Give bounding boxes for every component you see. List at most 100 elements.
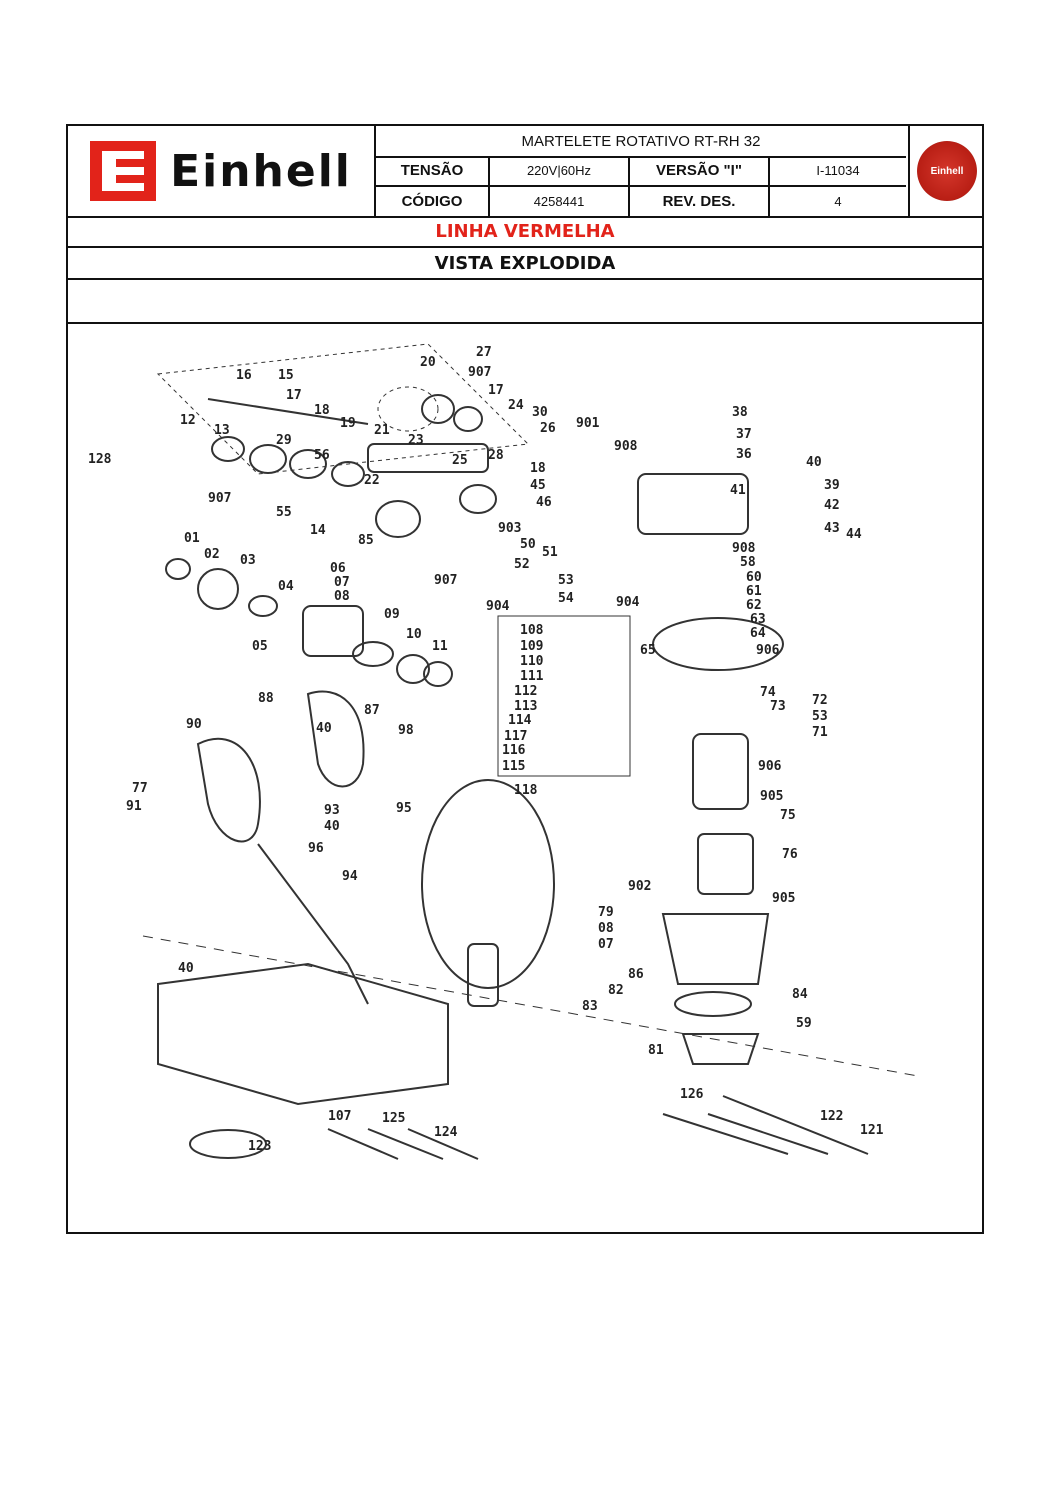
part-number-label: 905 <box>760 789 783 804</box>
part-number-label: 55 <box>276 505 292 520</box>
part-number-label: 903 <box>498 521 521 536</box>
part-number-label: 50 <box>520 537 536 552</box>
spec-sheet: Einhell MARTELETE ROTATIVO RT-RH 32 TENS… <box>66 124 984 1234</box>
part-number-label: 59 <box>796 1016 812 1031</box>
part-number-label: 115 <box>502 759 525 774</box>
part-number-label: 36 <box>736 447 752 462</box>
part-number-label: 96 <box>308 841 324 856</box>
part-number-label: 53 <box>812 709 828 724</box>
part-number-label: 19 <box>340 416 356 431</box>
part-number-label: 25 <box>452 453 468 468</box>
authorized-seal-cell: Einhell <box>908 126 984 216</box>
part-number-label: 94 <box>342 869 358 884</box>
part-number-label: 15 <box>278 368 294 383</box>
rev-value: 4 <box>834 194 842 209</box>
part-number-label: 117 <box>504 729 527 744</box>
spec-row-2: CÓDIGO 4258441 REV. DES. 4 <box>376 187 906 216</box>
part-number-label: 07 <box>334 575 350 590</box>
part-number-label: 71 <box>812 725 828 740</box>
part-number-label: 12 <box>180 413 196 428</box>
seal-text: Einhell <box>930 165 964 177</box>
part-number-label: 87 <box>364 703 380 718</box>
part-number-label: 124 <box>434 1125 458 1140</box>
part-number-label: 905 <box>772 891 795 906</box>
part-number-label: 02 <box>204 547 220 562</box>
product-title: MARTELETE ROTATIVO RT-RH 32 <box>376 126 906 158</box>
part-number-label: 11 <box>432 639 448 654</box>
part-number-label: 54 <box>558 591 574 606</box>
part-number-label: 16 <box>236 368 252 383</box>
part-number-label: 90 <box>186 717 202 732</box>
part-number-label: 109 <box>520 639 543 654</box>
part-number-label: 64 <box>750 626 766 641</box>
einhell-e-icon <box>90 141 157 201</box>
part-number-label: 113 <box>514 699 537 714</box>
part-number-label: 01 <box>184 531 200 546</box>
part-number-label: 06 <box>330 561 346 576</box>
line-title: LINHA VERMELHA <box>68 216 982 248</box>
part-number-label: 14 <box>310 523 326 538</box>
part-number-label: 08 <box>334 589 350 604</box>
part-number-label: 44 <box>846 527 862 542</box>
part-number-label: 906 <box>756 643 780 658</box>
brand-wordmark: Einhell <box>170 145 352 197</box>
blank-row <box>68 280 982 324</box>
part-number-label: 43 <box>824 521 840 536</box>
part-number-label: 09 <box>384 607 400 622</box>
part-number-label: 904 <box>616 595 640 610</box>
part-number-label: 83 <box>582 999 598 1014</box>
part-number-label: 51 <box>542 545 558 560</box>
part-number-label: 72 <box>812 693 828 708</box>
part-number-label: 03 <box>240 553 256 568</box>
part-number-label: 114 <box>508 713 532 728</box>
part-number-label: 52 <box>514 557 530 572</box>
versao-value: I-11034 <box>816 163 860 178</box>
part-number-label: 88 <box>258 691 274 706</box>
rev-label: REV. DES. <box>630 187 770 216</box>
part-number-label: 128 <box>88 452 112 467</box>
part-number-label: 907 <box>208 491 231 506</box>
part-number-label: 111 <box>520 669 544 684</box>
part-number-label: 22 <box>364 473 380 488</box>
part-number-label: 907 <box>468 365 491 380</box>
part-number-label: 39 <box>824 478 840 493</box>
part-number-label: 108 <box>520 623 544 638</box>
part-number-label: 61 <box>746 584 762 599</box>
part-number-label: 73 <box>770 699 786 714</box>
part-number-label: 126 <box>680 1087 704 1102</box>
part-number-label: 60 <box>746 570 762 585</box>
part-number-label: 28 <box>488 448 504 463</box>
tensao-value: 220V|60Hz <box>490 156 630 185</box>
part-number-label: 13 <box>214 423 230 438</box>
part-number-label: 908 <box>732 541 756 556</box>
part-number-label: 21 <box>374 423 390 438</box>
part-number-label: 112 <box>514 684 537 699</box>
part-number-label: 41 <box>730 483 746 498</box>
part-number-label: 65 <box>640 643 656 658</box>
part-number-label: 37 <box>736 427 752 442</box>
part-number-label: 30 <box>532 405 548 420</box>
tensao-label: TENSÃO <box>376 156 490 185</box>
part-number-label: 85 <box>358 533 374 548</box>
part-number-label: 07 <box>598 937 614 952</box>
part-number-label: 26 <box>540 421 556 436</box>
part-number-label: 18 <box>314 403 330 418</box>
part-number-label: 42 <box>824 498 840 513</box>
header-table: Einhell MARTELETE ROTATIVO RT-RH 32 TENS… <box>68 126 982 218</box>
part-number-label: 82 <box>608 983 624 998</box>
part-number-label: 24 <box>508 398 524 413</box>
part-number-label: 29 <box>276 433 292 448</box>
part-number-label: 86 <box>628 967 644 982</box>
part-number-label: 902 <box>628 879 651 894</box>
part-number-label: 91 <box>126 799 142 814</box>
part-number-label: 95 <box>396 801 412 816</box>
part-number-label: 122 <box>820 1109 843 1124</box>
part-number-label: 40 <box>178 961 194 976</box>
part-number-label: 46 <box>536 495 552 510</box>
part-number-label: 58 <box>740 555 756 570</box>
part-number-label: 04 <box>278 579 294 594</box>
part-number-label: 40 <box>806 455 822 470</box>
part-number-label: 906 <box>758 759 782 774</box>
